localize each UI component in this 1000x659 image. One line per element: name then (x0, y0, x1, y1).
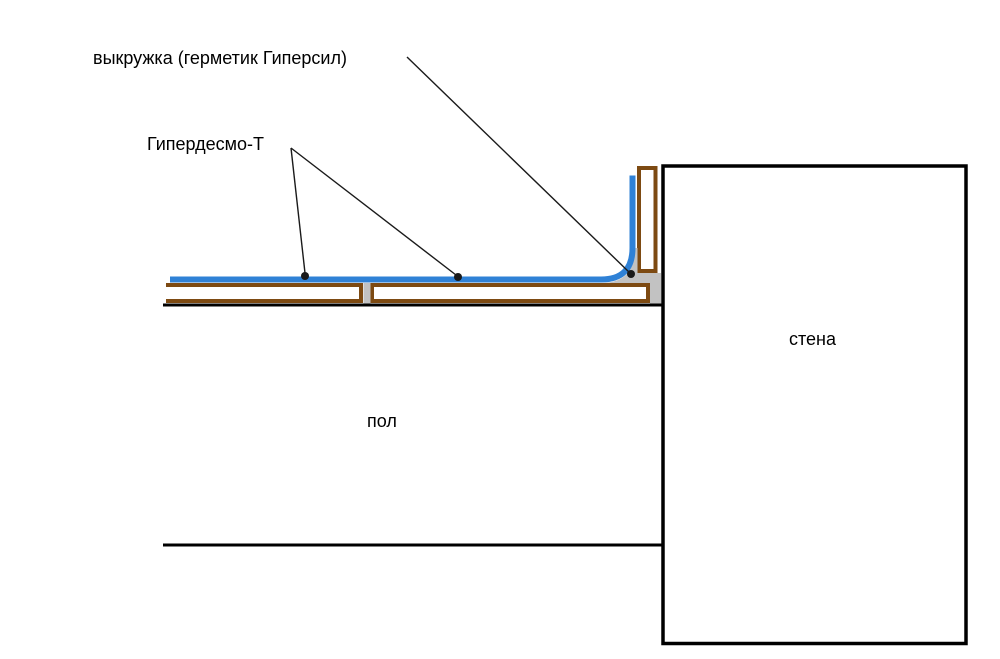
cove-leader-line (406, 56, 632, 275)
floor-board-left (166, 283, 363, 303)
wall-outline (661, 164, 968, 646)
wall-upstand-board (637, 166, 658, 273)
membrane-leader-line-1 (290, 147, 306, 274)
cove-leader-dot (627, 270, 635, 278)
floor-board-right (370, 283, 650, 303)
corner-sealant-under-upstand (636, 273, 661, 283)
board-joint-sealant (363, 283, 371, 304)
membrane-label: Гипердесмо-Т (147, 134, 264, 154)
wall-joint-sealant (650, 283, 661, 304)
membrane-leader-dot-1 (301, 272, 309, 280)
membrane-coating-line (170, 175, 636, 283)
wall-label: стена (789, 329, 837, 349)
membrane-leader-dot-2 (454, 273, 462, 281)
membrane-leader-line-2 (290, 147, 457, 276)
floor-label: пол (367, 411, 397, 431)
cove-label: выкружка (герметик Гиперсил) (93, 48, 347, 68)
